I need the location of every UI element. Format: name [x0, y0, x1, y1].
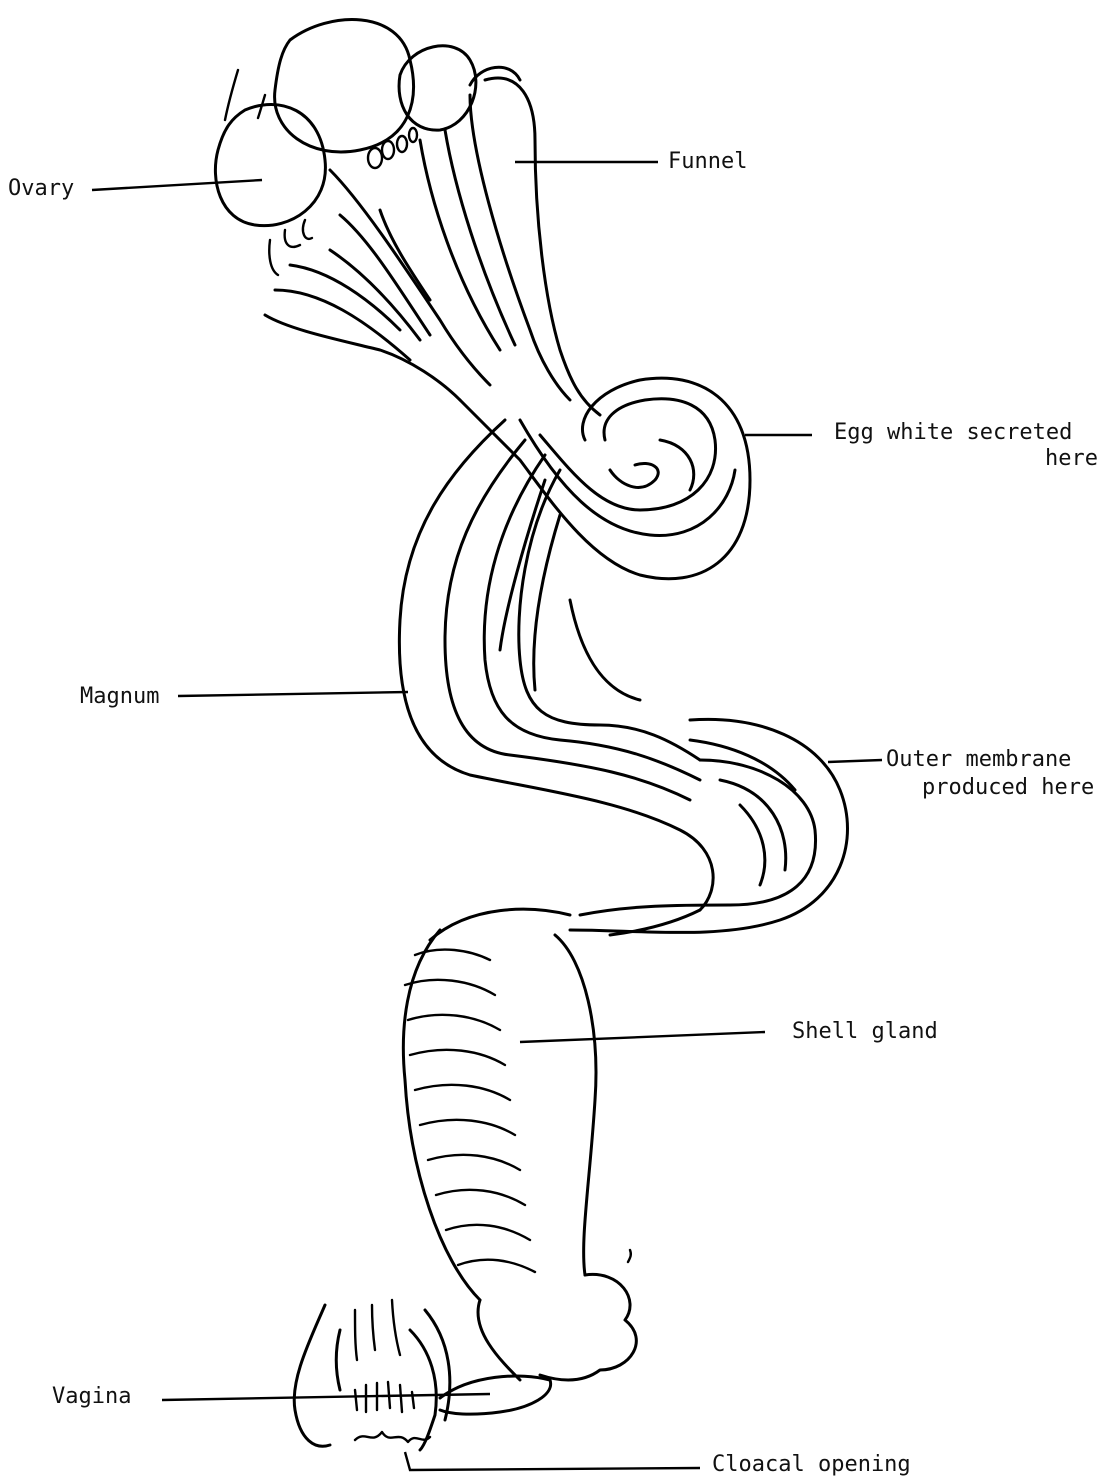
- label-outer-membrane-line2: produced here: [922, 775, 1094, 801]
- vagina-drawing: [294, 1300, 550, 1450]
- shell-gland-drawing: [403, 909, 636, 1380]
- label-shell-gland: Shell gland: [792, 1019, 938, 1045]
- label-magnum: Magnum: [80, 684, 159, 710]
- label-cloacal-opening: Cloacal opening: [712, 1452, 911, 1478]
- label-egg-white-line1: Egg white secreted: [834, 420, 1072, 446]
- label-funnel: Funnel: [668, 149, 747, 175]
- leader-lines: [92, 162, 882, 1470]
- leader-shell-gland: [520, 1032, 765, 1042]
- coil-drawing: [460, 378, 750, 579]
- label-ovary: Ovary: [8, 176, 74, 202]
- label-egg-white-line2: here: [1045, 446, 1098, 472]
- leader-ovary: [92, 180, 262, 190]
- label-vagina: Vagina: [52, 1384, 131, 1410]
- isthmus-drawing: [570, 719, 848, 935]
- leader-outer-membrane: [828, 760, 882, 762]
- leader-cloacal-opening: [405, 1452, 700, 1470]
- leader-magnum: [178, 692, 408, 696]
- magnum-drawing: [399, 420, 713, 910]
- label-outer-membrane-line1: Outer membrane: [886, 747, 1071, 773]
